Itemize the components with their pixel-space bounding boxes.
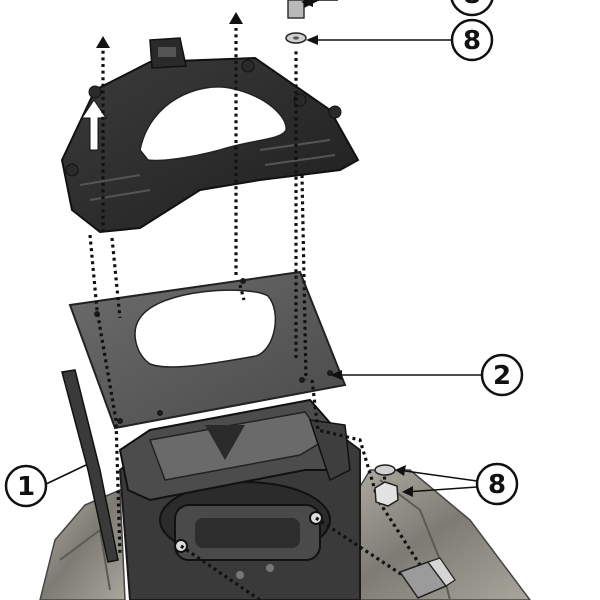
svg-text:8: 8 (463, 26, 481, 56)
up-arrow-icon (229, 12, 243, 24)
arrow-left-icon (395, 465, 406, 476)
arrow-left-icon (306, 35, 318, 45)
callout-nut-washer: 8 (475, 462, 519, 506)
nut-washer-right (374, 464, 399, 507)
svg-text:1: 1 (17, 472, 35, 502)
washer-top (285, 32, 307, 44)
arrow-left-icon (301, 0, 313, 7)
callout-frame: 1 (4, 464, 48, 508)
white-arrow-icon (81, 99, 107, 151)
arrow-left-icon (402, 486, 413, 497)
callout-plate: 2 (480, 353, 524, 397)
svg-text:8: 8 (463, 0, 481, 10)
callout-bolt-top: 8 (450, 0, 494, 17)
adapter-plate (68, 270, 347, 430)
up-arrow-icon (96, 36, 110, 48)
arrow-left-icon (330, 370, 342, 380)
monolock-base (60, 37, 360, 234)
callout-washer: 8 (450, 18, 494, 62)
svg-text:8: 8 (488, 470, 506, 500)
bolt-top (287, 0, 305, 19)
bolt-bottom (398, 557, 456, 599)
side-frame (61, 369, 351, 563)
callout-leaders (43, 0, 484, 493)
svg-text:2: 2 (493, 361, 511, 391)
